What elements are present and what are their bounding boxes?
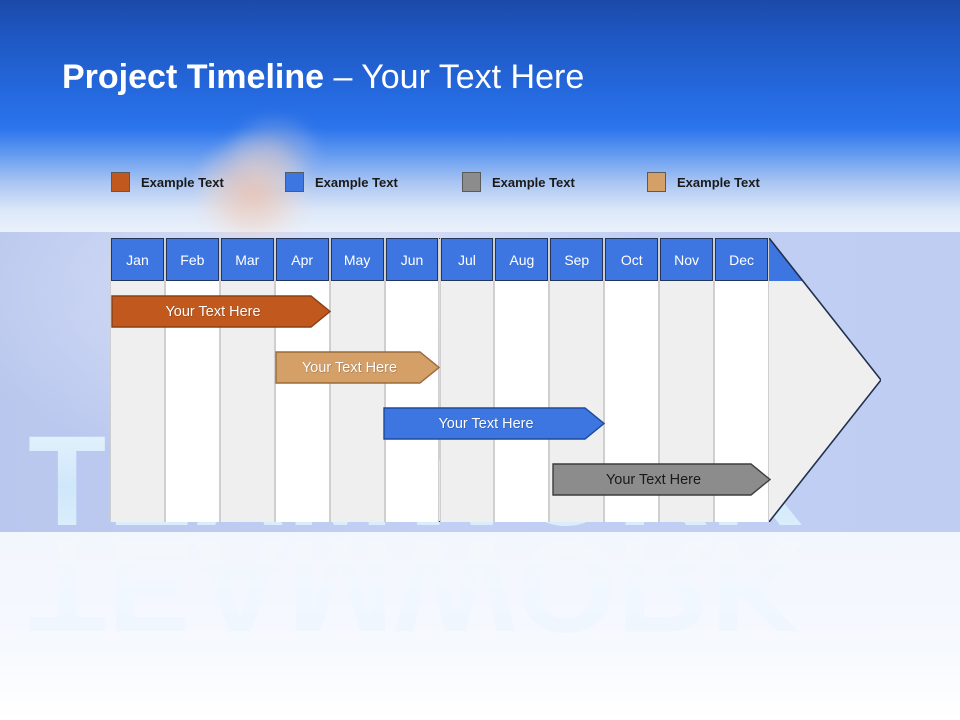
month-column: Aug [494, 238, 550, 522]
legend-item[interactable]: Example Text [647, 170, 760, 194]
month-header-sep[interactable]: Sep [550, 238, 604, 281]
month-header-nov[interactable]: Nov [660, 238, 714, 281]
month-column: Mar [219, 238, 275, 522]
legend-color-swatch [285, 172, 304, 192]
task-bar-chevron-icon [383, 407, 605, 440]
legend-color-swatch [111, 172, 130, 192]
legend-item-label: Example Text [315, 174, 398, 190]
month-header-apr[interactable]: Apr [275, 238, 329, 281]
month-header-jul[interactable]: Jul [440, 238, 494, 281]
month-header-mar[interactable]: Mar [220, 238, 274, 281]
page-title-dash: – [324, 58, 362, 96]
month-header-feb[interactable]: Feb [165, 238, 219, 281]
background-bottom-band [0, 532, 960, 720]
month-header-jan[interactable]: Jan [111, 238, 164, 281]
month-column: Jul [439, 238, 495, 522]
legend-color-swatch [462, 172, 481, 192]
timeline-task-bar[interactable]: Your Text Here [275, 351, 440, 384]
legend-item[interactable]: Example Text [462, 170, 575, 194]
timeline-task-bar[interactable]: Your Text Here [383, 407, 605, 440]
page-title: Project Timeline – Your Text Here [62, 58, 584, 97]
legend-color-swatch [647, 172, 666, 192]
task-bar-chevron-icon [552, 463, 771, 496]
month-header-dec[interactable]: Dec [715, 238, 768, 281]
month-header-aug[interactable]: Aug [495, 238, 549, 281]
task-bar-chevron-icon [111, 295, 331, 328]
task-bar-label: Your Text Here [301, 359, 398, 376]
timeline-task-bar[interactable]: Your Text Here [552, 463, 771, 496]
month-header-may[interactable]: May [330, 238, 384, 281]
legend-item-label: Example Text [141, 174, 224, 190]
timeline-task-bar[interactable]: Your Text Here [111, 295, 331, 328]
page-title-bold: Project Timeline [62, 58, 325, 96]
page-title-light: Your Text Here [361, 58, 585, 96]
legend: Example Text Example Text Example Text Exam… [111, 170, 851, 194]
task-bar-label: Your Text Here [438, 415, 534, 432]
legend-item[interactable]: Example Text [285, 170, 398, 194]
month-column: Feb [164, 238, 220, 522]
month-header-oct[interactable]: Oct [605, 238, 659, 281]
month-column: Jan [110, 238, 165, 522]
background-top-gradient [0, 0, 960, 232]
month-header-jun[interactable]: Jun [385, 238, 439, 281]
task-bar-label: Your Text Here [605, 471, 702, 488]
legend-item-label: Example Text [492, 174, 575, 190]
task-bar-label: Your Text Here [165, 303, 261, 320]
task-bar-chevron-icon [275, 351, 440, 384]
legend-item[interactable]: Example Text [111, 170, 224, 194]
legend-item-label: Example Text [677, 174, 760, 190]
